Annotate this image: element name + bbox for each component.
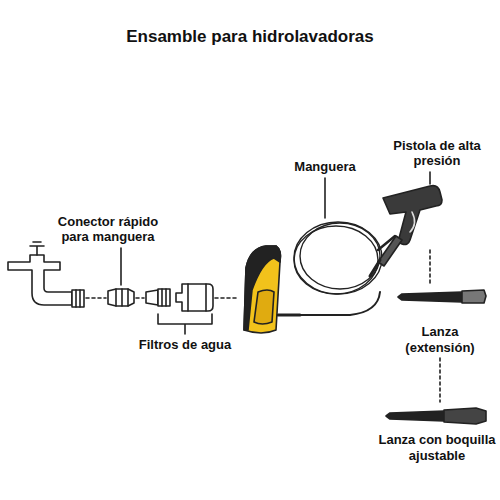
label-slot: Filtros de agua [125, 337, 245, 353]
part-label: Pistola de alta presión [387, 138, 487, 169]
label-slot: Lanza (extensión) [393, 324, 488, 355]
quick-connector [108, 289, 134, 306]
diagram-title: Ensamble para hidrolavadoras [0, 27, 500, 47]
part-label: Conector rápido para manguera [48, 214, 168, 245]
faucet [8, 242, 84, 307]
part-label: Lanza (extensión) [393, 324, 488, 355]
lance-extension [398, 290, 486, 303]
hose [294, 222, 395, 315]
part-label: Filtros de agua [125, 337, 245, 353]
lance-nozzle [386, 408, 486, 424]
leader-line [121, 172, 430, 285]
bracket [158, 314, 212, 334]
part-label: Lanza con boquilla ajustable [377, 432, 497, 463]
title-slot: Ensamble para hidrolavadoras [0, 27, 500, 47]
pressure-washer [244, 246, 300, 333]
label-slot: Lanza con boquilla ajustable [377, 432, 497, 463]
spray-gun [370, 186, 442, 276]
water-filters [146, 284, 213, 311]
label-slot: Manguera [280, 159, 370, 175]
part-label: Manguera [280, 159, 370, 175]
label-slot: Pistola de alta presión [387, 138, 487, 169]
label-slot: Conector rápido para manguera [48, 214, 168, 245]
